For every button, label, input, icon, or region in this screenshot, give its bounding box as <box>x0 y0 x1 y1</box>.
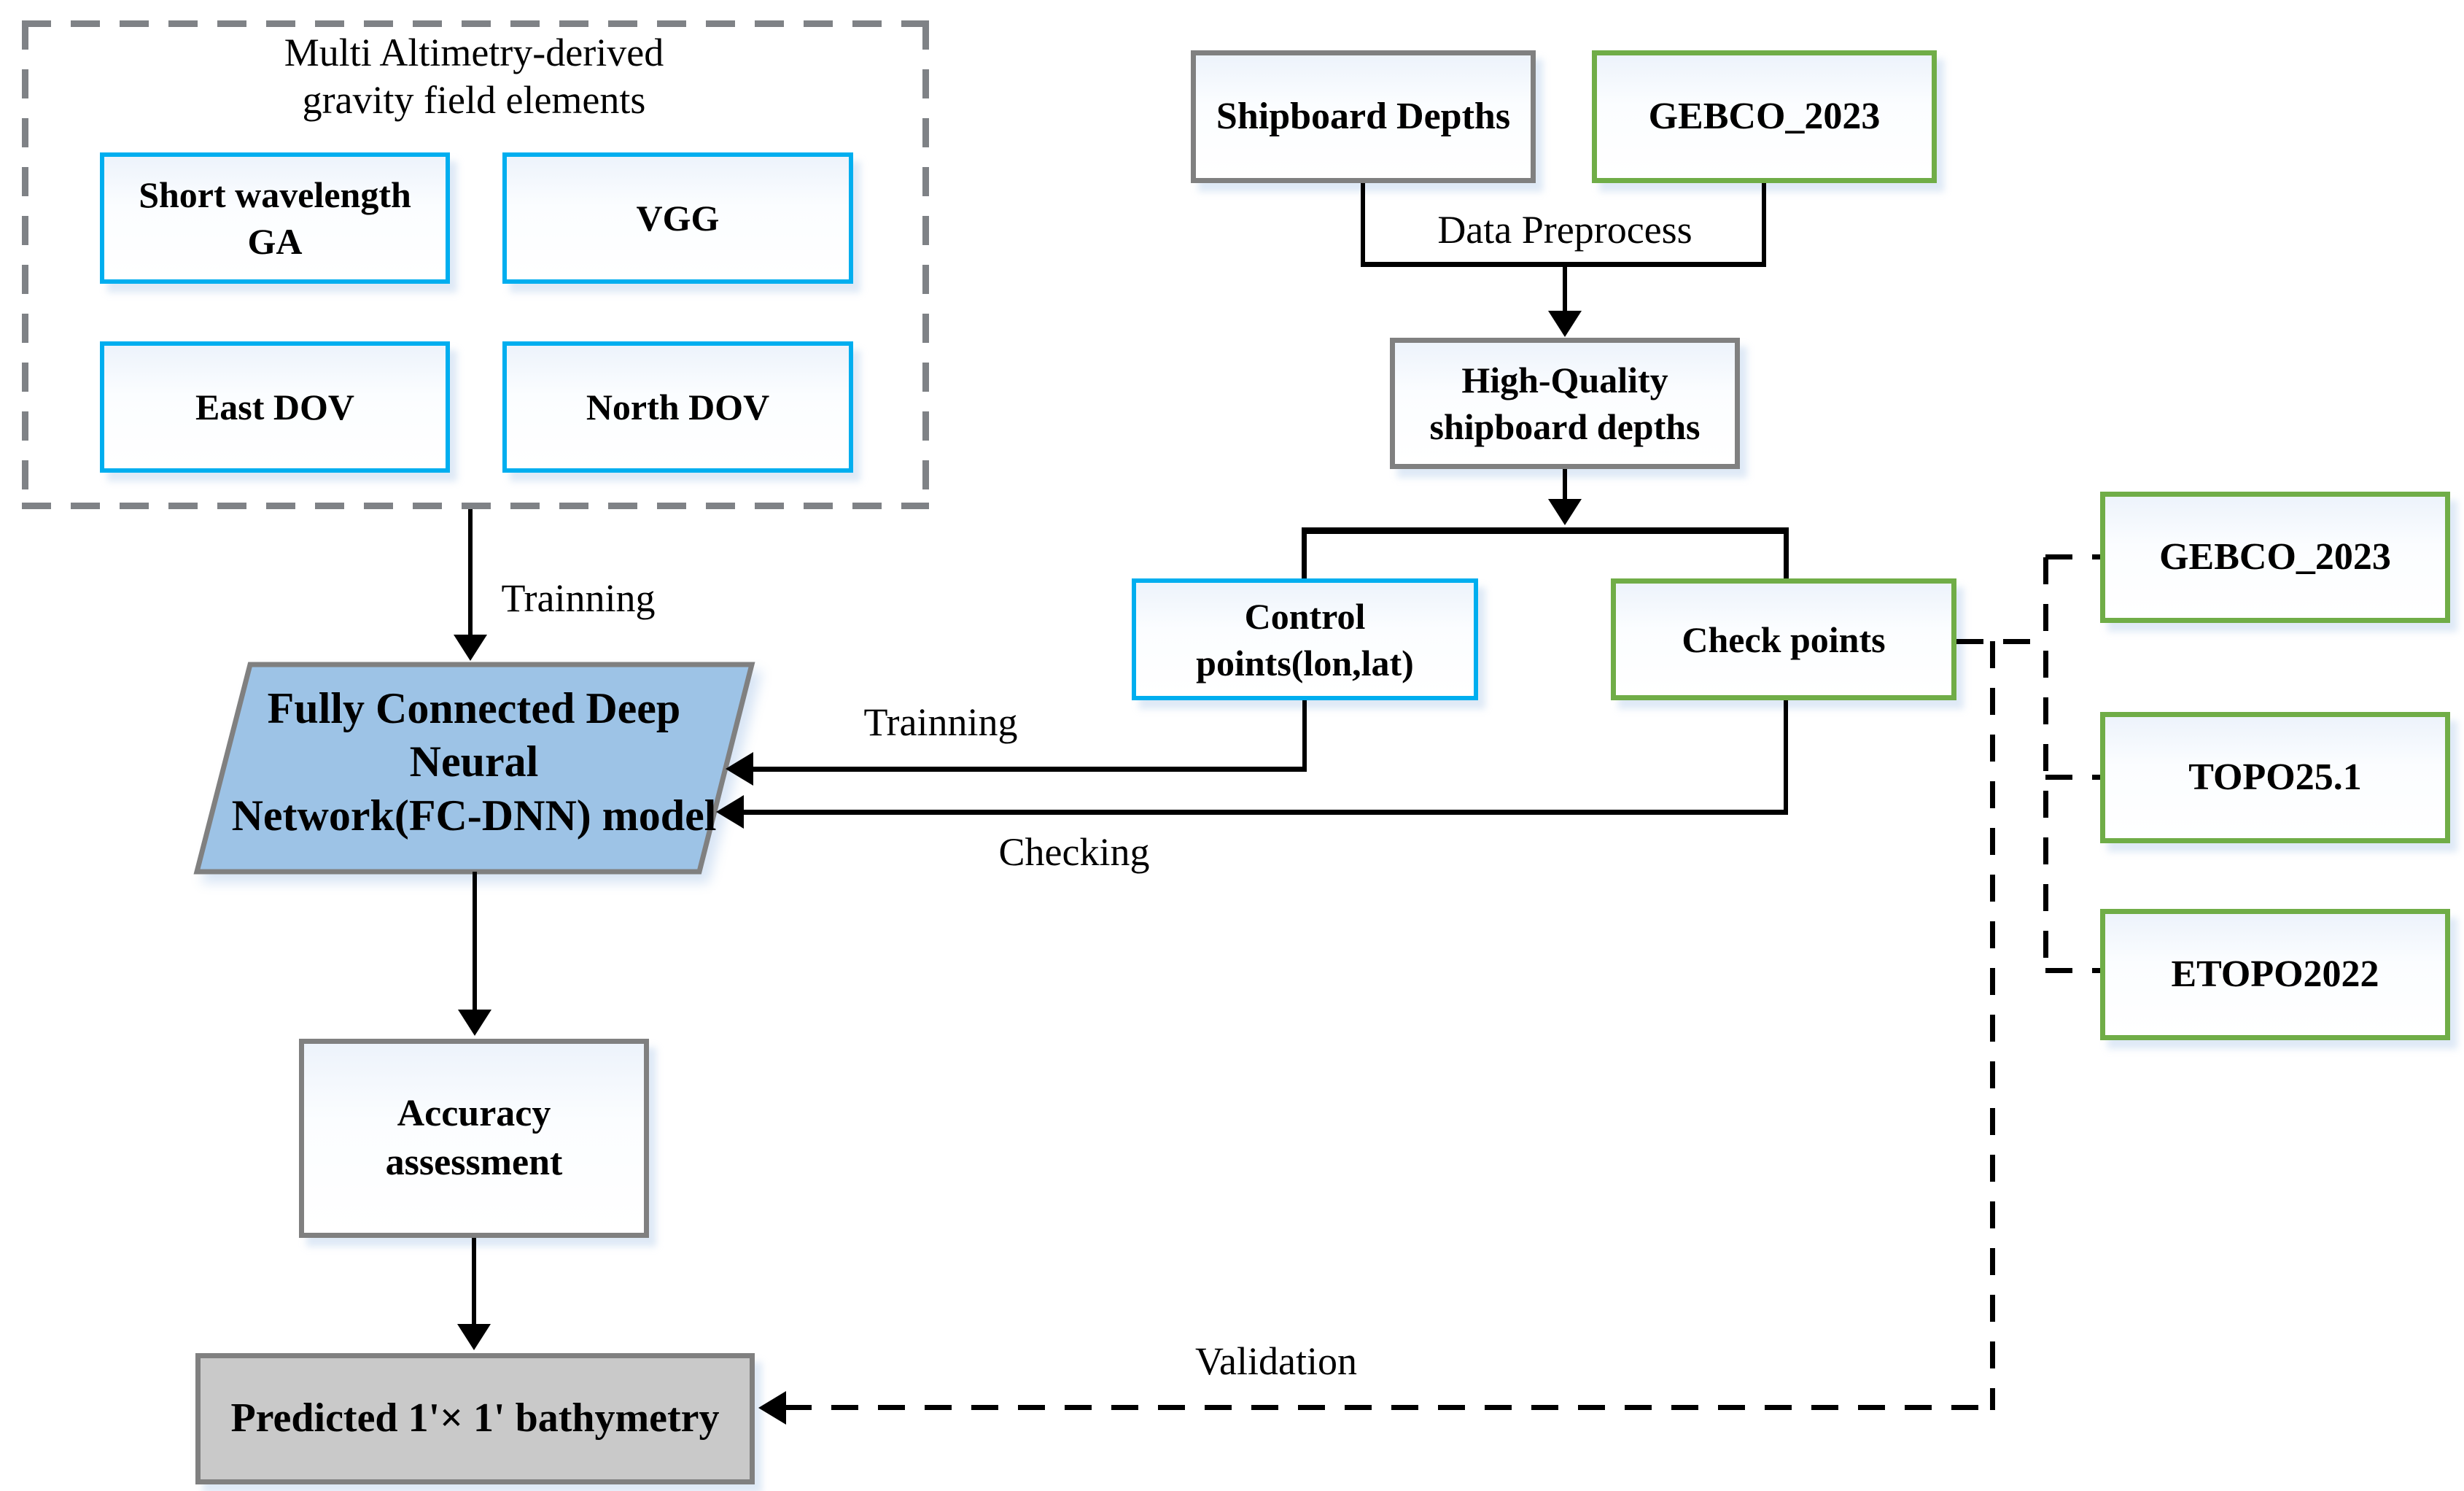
box-short-wavelength-ga: Short wavelength GA <box>100 152 450 284</box>
dashed-stub-topo <box>2045 775 2100 780</box>
connector-split-to-check <box>1784 527 1789 578</box>
gravity-panel-border-bottom <box>22 503 929 509</box>
connector-merge-horizontal <box>1361 262 1766 267</box>
box-east-dov-label: East DOV <box>195 387 355 427</box>
arrowhead-into-fcdnn-top <box>454 635 487 661</box>
connector-split-to-control <box>1302 527 1307 578</box>
box-north-dov-label: North DOV <box>586 387 770 427</box>
connector-gebco-down <box>1762 183 1766 267</box>
box-shipboard-depths-label: Shipboard Depths <box>1216 95 1511 137</box>
dashed-reference-spine <box>2043 557 2048 973</box>
box-accuracy-assessment: Accuracy assessment <box>299 1039 649 1238</box>
dashed-validation-vertical <box>1990 641 1995 1410</box>
box-vgg: VGG <box>502 152 853 284</box>
box-topo25-1-label: TOPO25.1 <box>2188 756 2362 798</box>
connector-shipboard-down <box>1361 183 1365 267</box>
arrowhead-checking-into-fcdnn <box>716 795 744 829</box>
connector-preprocess-arrow-shaft <box>1563 267 1567 314</box>
arrowhead-into-predicted <box>457 1324 491 1350</box>
dashed-checkpoints-stub <box>1956 639 2048 644</box>
gravity-panel-border-top <box>22 20 929 27</box>
arrowhead-to-high-quality <box>1548 311 1582 337</box>
box-topo25-1: TOPO25.1 <box>2100 712 2450 843</box>
box-predicted-bathymetry-label: Predicted 1'× 1' bathymetry <box>230 1395 720 1441</box>
box-gebco-2023-right: GEBCO_2023 <box>2100 492 2450 623</box>
label-data-preprocess: Data Preprocess <box>1437 208 1692 252</box>
box-east-dov: East DOV <box>100 341 450 473</box>
label-trainning-top: Trainning <box>501 576 656 620</box>
connector-highquality-down <box>1563 469 1567 501</box>
dashed-stub-gebco-right <box>2045 554 2100 559</box>
dashed-validation-horizontal <box>785 1405 1995 1410</box>
label-trainning-mid: Trainning <box>863 700 1018 744</box>
connector-control-down <box>1302 700 1307 771</box>
arrowhead-validation-into-predicted <box>758 1391 786 1425</box>
box-control-points: Control points(lon,lat) <box>1132 578 1478 700</box>
box-check-points: Check points <box>1611 578 1956 700</box>
connector-check-down <box>1784 700 1788 814</box>
box-etopo2022-label: ETOPO2022 <box>2171 953 2379 995</box>
gravity-panel-border-left <box>22 20 28 509</box>
gravity-panel-border-right <box>922 20 929 509</box>
arrowhead-training-into-fcdnn <box>726 752 753 786</box>
connector-training-horizontal <box>750 767 1307 772</box>
connector-checking-horizontal <box>741 810 1788 815</box>
connector-panel-to-fcdnn <box>468 509 473 638</box>
box-gebco-2023-top-label: GEBCO_2023 <box>1648 95 1881 137</box>
box-high-quality-depths: High-Quality shipboard depths <box>1390 338 1740 469</box>
box-vgg-label: VGG <box>636 198 720 239</box>
fc-dnn-label: Fully Connected Deep Neural Network(FC-D… <box>231 684 717 840</box>
box-control-points-label: Control points(lon,lat) <box>1196 595 1414 683</box>
arrowhead-to-split <box>1548 499 1582 525</box>
box-shipboard-depths: Shipboard Depths <box>1191 50 1536 183</box>
box-short-wavelength-ga-label: Short wavelength GA <box>139 174 411 262</box>
label-validation: Validation <box>1195 1339 1357 1383</box>
box-etopo2022: ETOPO2022 <box>2100 909 2450 1040</box>
parallelogram-fc-dnn <box>193 662 755 875</box>
connector-accuracy-to-predicted <box>472 1238 476 1325</box>
arrowhead-into-accuracy <box>458 1010 491 1036</box>
dashed-stub-etopo <box>2045 968 2100 973</box>
box-high-quality-depths-label: High-Quality shipboard depths <box>1429 360 1701 447</box>
gravity-panel-title: Multi Altimetry-derived gravity field el… <box>284 31 664 122</box>
box-gebco-2023-right-label: GEBCO_2023 <box>2159 535 2391 578</box>
connector-fcdnn-to-accuracy <box>473 872 477 1012</box>
connector-split-horizontal <box>1302 527 1789 534</box>
box-check-points-label: Check points <box>1682 619 1886 660</box>
box-north-dov: North DOV <box>502 341 853 473</box>
parallelogram-fc-dnn-shape <box>193 662 755 875</box>
label-checking: Checking <box>998 830 1150 874</box>
box-accuracy-assessment-label: Accuracy assessment <box>385 1092 563 1183</box>
box-gebco-2023-top: GEBCO_2023 <box>1592 50 1937 183</box>
box-predicted-bathymetry: Predicted 1'× 1' bathymetry <box>195 1353 755 1484</box>
